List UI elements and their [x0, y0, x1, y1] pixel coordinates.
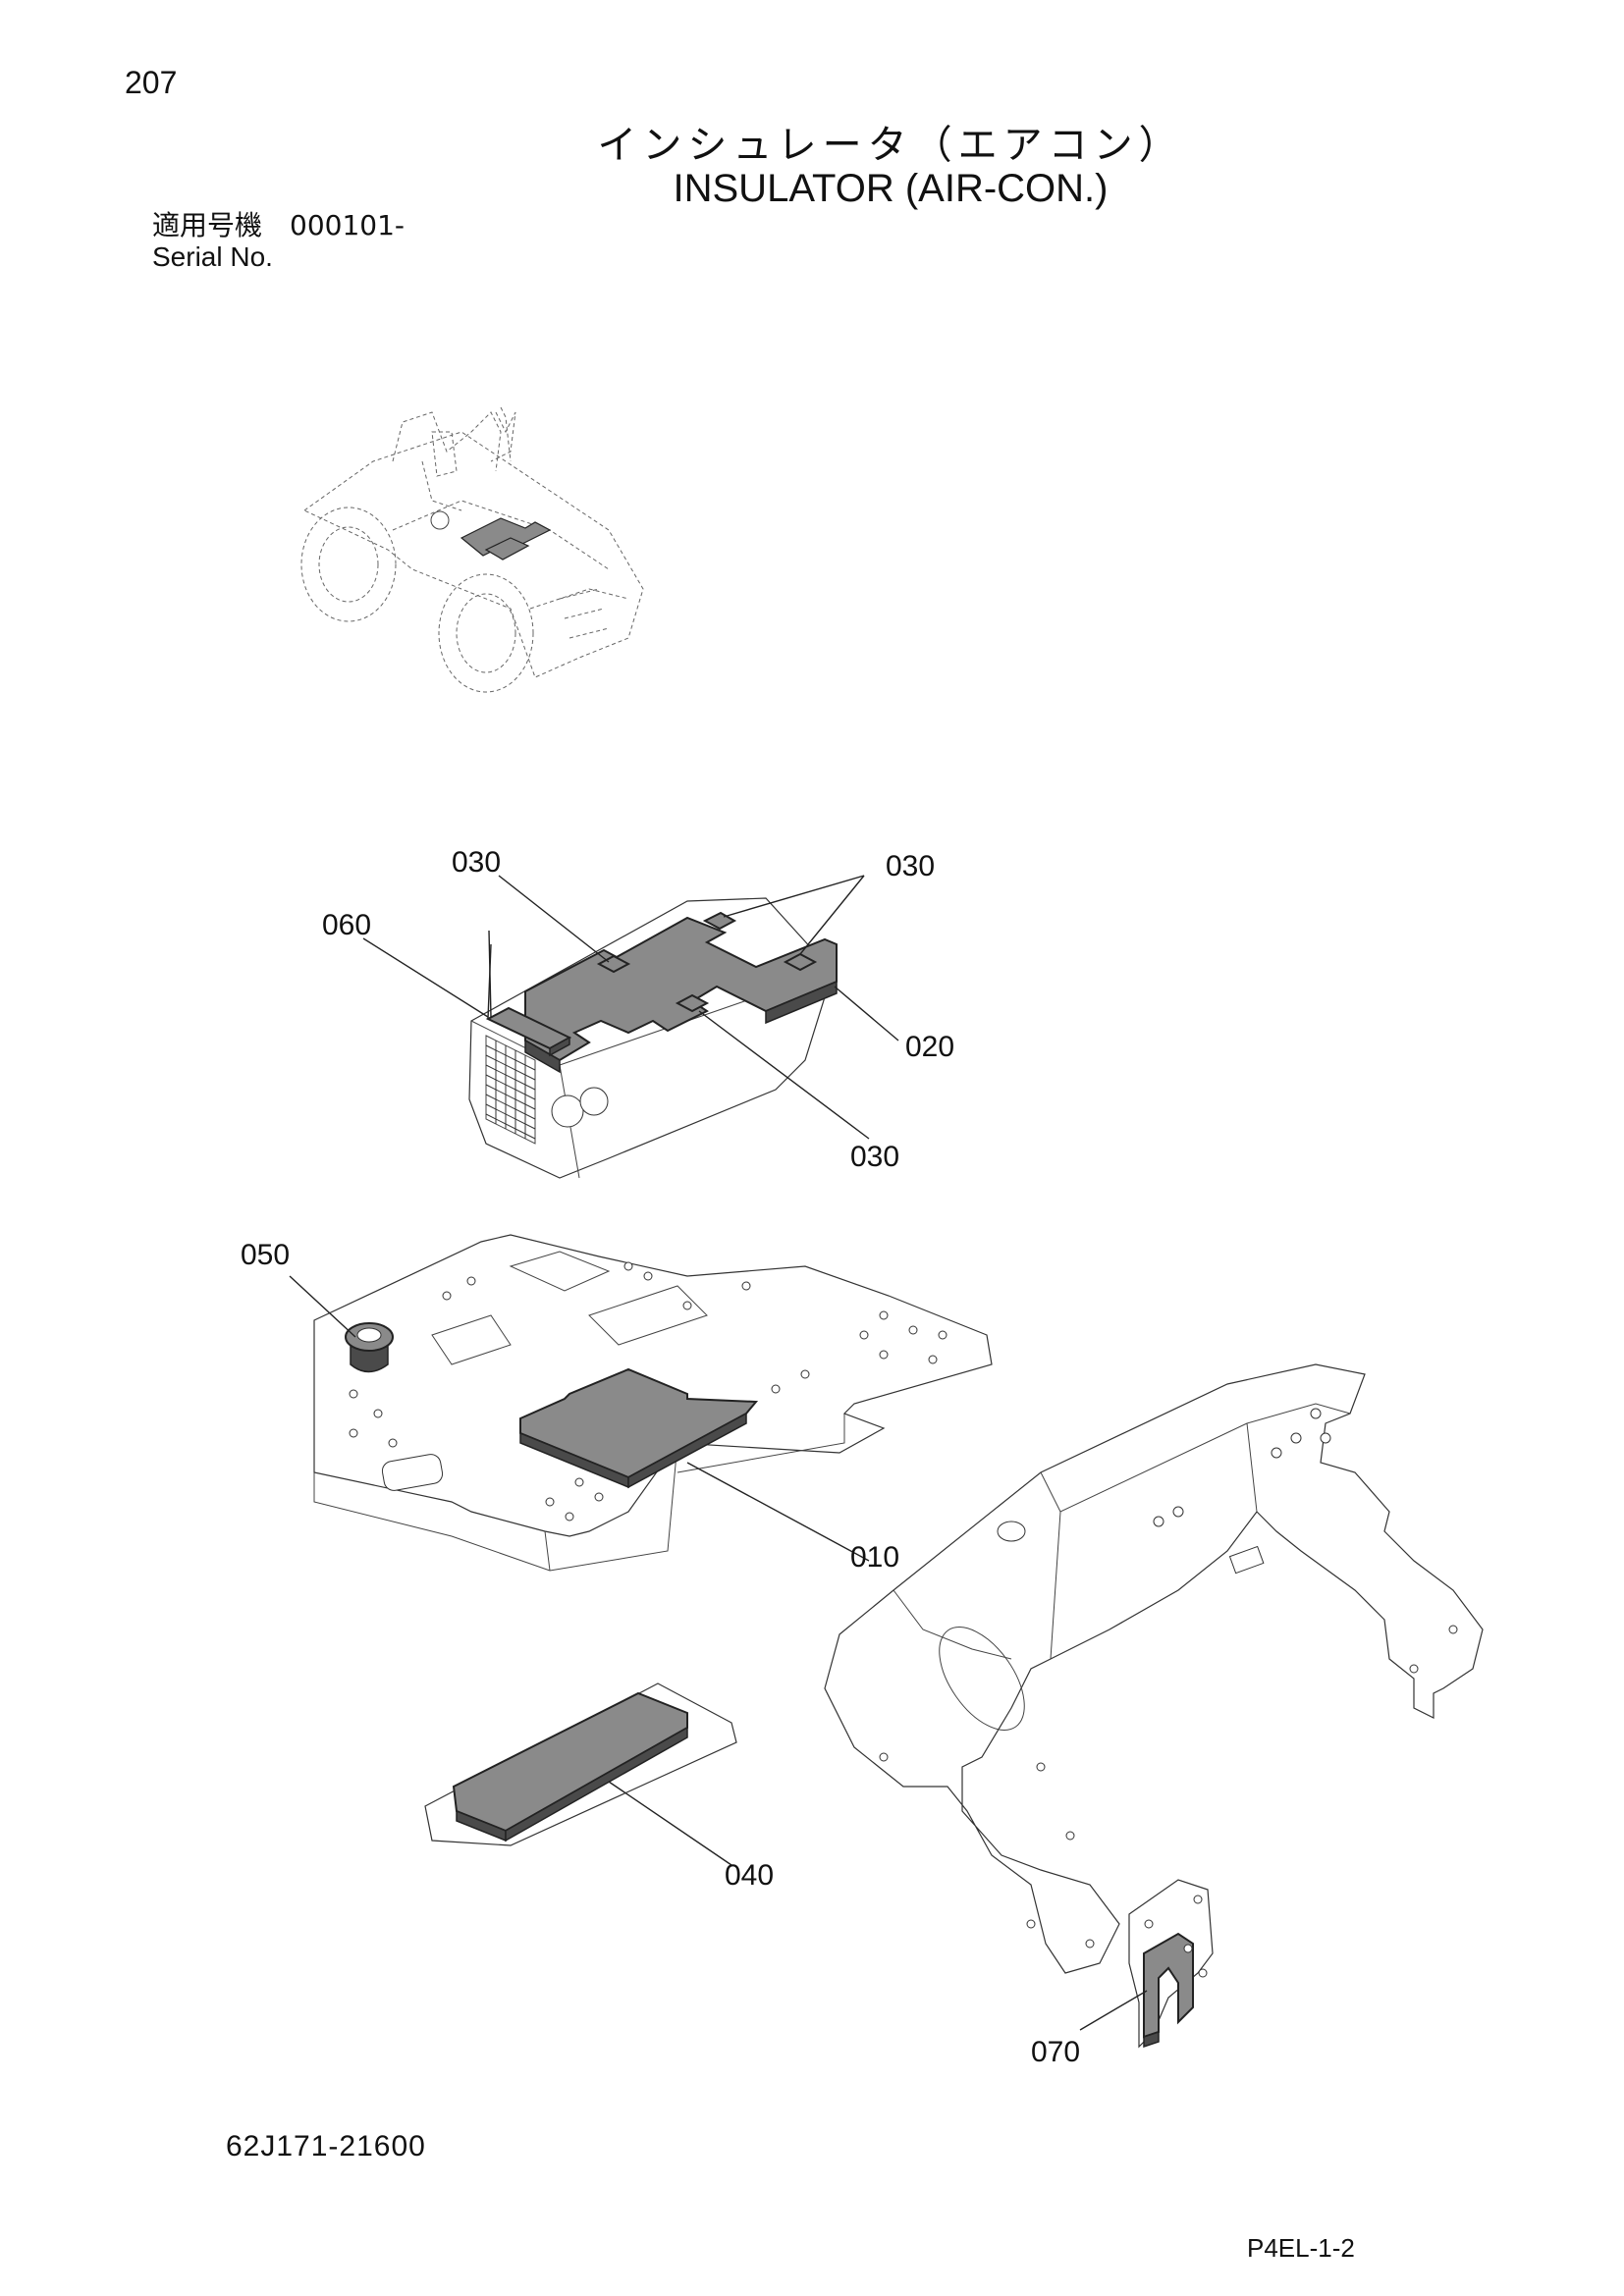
serial-label-japanese: 適用号機 000101-: [152, 209, 405, 241]
callout-030-top-left: 030: [452, 846, 501, 879]
title-japanese: インシュレータ（エアコン）: [597, 123, 1184, 168]
page-code: P4EL-1-2: [1247, 2233, 1355, 2263]
page-number: 207: [125, 65, 178, 100]
callout-020: 020: [905, 1031, 954, 1063]
callout-040: 040: [725, 1859, 774, 1892]
floor-plate-assembly: [289, 1234, 993, 1572]
lower-pad-assembly: [424, 1682, 737, 1866]
front-frame-assembly: [824, 1363, 1484, 2049]
callout-070: 070: [1031, 2036, 1080, 2068]
callout-010: 010: [850, 1541, 899, 1574]
drawing-part-number: 62J171-21600: [226, 2130, 426, 2163]
callout-030-top-right: 030: [886, 850, 935, 882]
title-english: INSULATOR (AIR-CON.): [673, 167, 1109, 210]
callout-060: 060: [322, 909, 371, 941]
callout-050: 050: [241, 1239, 290, 1271]
housing-assembly: [362, 875, 899, 1179]
serial-label-english: Serial No.: [152, 241, 273, 272]
callout-030-bottom: 030: [850, 1141, 899, 1173]
machine-overview-illustration: [300, 406, 644, 693]
